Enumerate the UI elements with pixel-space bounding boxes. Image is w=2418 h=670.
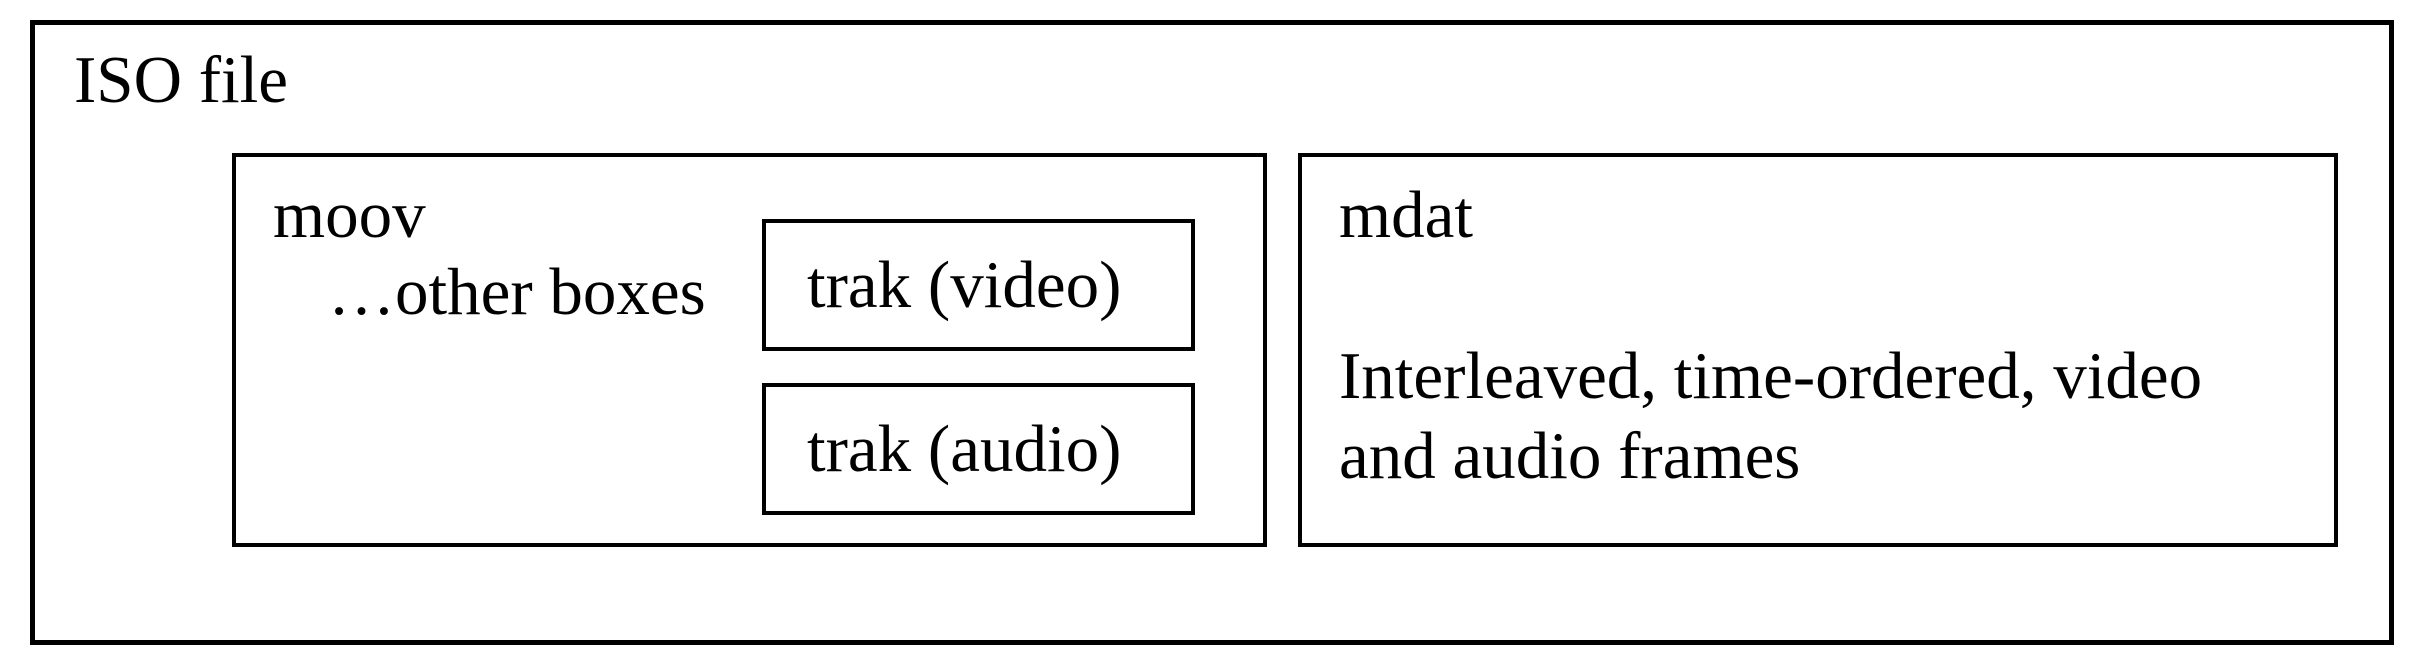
trak-video-box: trak (video) — [762, 219, 1195, 351]
trak-audio-box: trak (audio) — [762, 383, 1195, 515]
iso-file-label: ISO file — [74, 43, 288, 117]
mdat-box — [1298, 153, 2338, 547]
trak-audio-label: trak (audio) — [807, 412, 1122, 486]
moov-label: moov — [273, 178, 426, 252]
mdat-description: Interleaved, time-ordered, video and aud… — [1339, 339, 2203, 493]
trak-video-label: trak (video) — [807, 248, 1122, 322]
mdat-label: mdat — [1339, 178, 1473, 252]
moov-other-boxes-note: …other boxes — [328, 255, 706, 329]
